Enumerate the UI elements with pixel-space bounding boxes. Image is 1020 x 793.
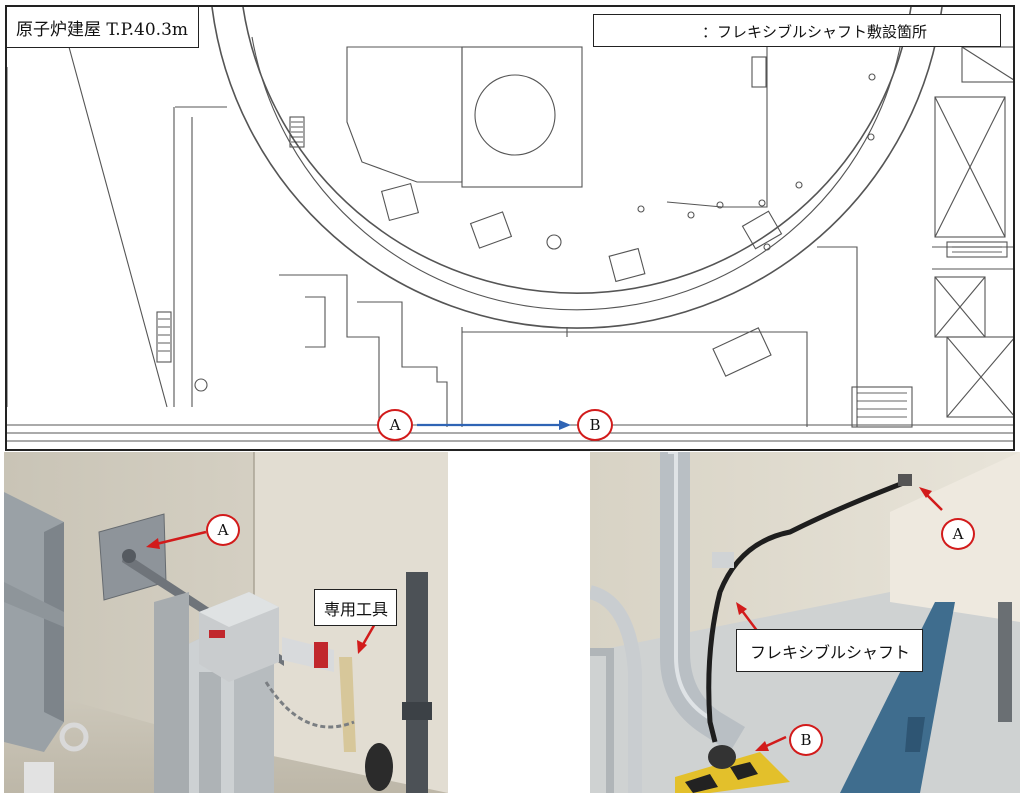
photo-flexible-shaft: A B フレキシブルシャフト (590, 452, 1020, 793)
flexible-shaft-callout: フレキシブルシャフト (736, 629, 924, 672)
photo-right-marker-b: B (789, 724, 823, 756)
tool-callout: 専用工具 (314, 589, 398, 626)
photo-left-marker-a: A (206, 514, 240, 546)
legend-label: ：フレキシブルシャフト敷設箇所 (702, 23, 928, 41)
photo-dedicated-tool: A 専用工具 (4, 452, 448, 793)
plan-title: 原子炉建屋 T.P.40.3m (7, 7, 200, 48)
plan-marker-a: A (377, 409, 413, 441)
floor-plan-drawing (7, 7, 1013, 442)
photo-right-marker-a: A (941, 518, 975, 550)
plan-marker-b: B (577, 409, 613, 441)
floor-plan: 原子炉建屋 T.P.40.3m ：フレキシブルシャフト敷設箇所 A B (5, 5, 1015, 451)
legend: ：フレキシブルシャフト敷設箇所 (593, 14, 1001, 47)
